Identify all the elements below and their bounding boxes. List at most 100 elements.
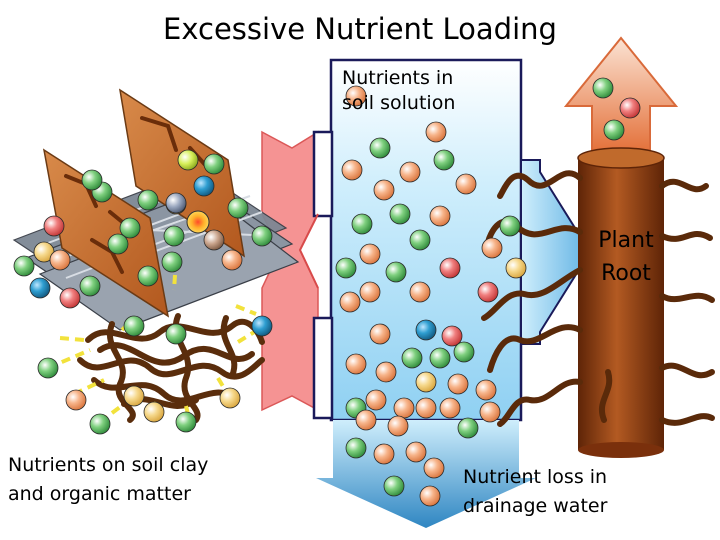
barrier-shapes — [261, 130, 334, 420]
nutrient-ion-green — [137, 265, 159, 287]
uptake-up-arrow — [563, 36, 679, 161]
soil-solution-label-line-2: soil solution — [342, 92, 456, 114]
nutrient-ion-green — [499, 215, 521, 237]
clay-organic-label-line-1: Nutrients on soil clay — [8, 454, 209, 476]
clay-organic-label: Nutrients on soil clay and organic matte… — [8, 451, 268, 509]
nutrient-ion-green — [227, 197, 249, 219]
nutrient-ion-green — [89, 413, 111, 435]
nutrient-ion-peach — [387, 415, 409, 437]
nutrient-ion-peach — [49, 249, 71, 271]
nutrient-ion-green — [175, 411, 197, 433]
nutrient-ion-green — [119, 217, 141, 239]
nutrient-ion-peach — [369, 323, 391, 345]
nutrient-ion-peach — [393, 397, 415, 419]
nutrient-ion-green — [351, 213, 373, 235]
nutrient-ion-green — [389, 203, 411, 225]
nutrient-ion-peach — [439, 397, 461, 419]
nutrient-ion-peach — [447, 373, 469, 395]
nutrient-ion-green — [433, 149, 455, 171]
nutrient-ion-green — [37, 357, 59, 379]
nutrient-ion-green — [335, 257, 357, 279]
nutrient-ion-peach — [429, 205, 451, 227]
plant-root-label: Plant Root — [588, 224, 664, 290]
nutrient-ion-green — [79, 275, 101, 297]
nutrient-ion-peach — [455, 173, 477, 195]
nutrient-ion-peach — [221, 249, 243, 271]
nutrient-ion-green — [123, 315, 145, 337]
nutrient-ion-peach — [355, 409, 377, 431]
adsorbed-cation — [186, 210, 210, 234]
nutrient-ion-green — [345, 437, 367, 459]
nutrient-ion-peach — [341, 159, 363, 181]
nutrient-ion-grey — [165, 192, 187, 214]
nutrient-ion-yellow — [123, 385, 145, 407]
clay-organic-label-line-2: and organic matter — [8, 483, 191, 505]
nutrient-ion-peach — [409, 281, 431, 303]
nutrient-ion-peach — [359, 281, 381, 303]
nutrient-ion-peach — [415, 397, 437, 419]
nutrient-ion-green — [401, 347, 423, 369]
nutrient-ion-yellow — [143, 401, 165, 423]
nutrient-ion-peach — [425, 121, 447, 143]
diagram-title: Excessive Nutrient Loading — [163, 12, 557, 46]
nutrient-ion-green — [603, 119, 625, 141]
nutrient-ion-lime — [177, 149, 199, 171]
nutrient-ion-green — [165, 323, 187, 345]
nutrient-ion-peach — [65, 389, 87, 411]
plant-root-label-line-1: Plant — [598, 228, 654, 253]
nutrient-ion-peach — [365, 389, 387, 411]
plant-root-label-line-2: Root — [601, 261, 651, 286]
nutrient-ion-peach — [475, 379, 497, 401]
nutrient-ion-red — [477, 281, 499, 303]
nutrient-ion-peach — [373, 179, 395, 201]
nutrient-ion-green — [13, 255, 35, 277]
nutrient-ion-blue — [251, 315, 273, 337]
drainage-loss-label: Nutrient loss in drainage water — [463, 463, 703, 521]
soil-solution-label-line-1: Nutrients in — [342, 67, 454, 89]
nutrient-ion-green — [369, 137, 391, 159]
nutrient-ion-green — [163, 225, 185, 247]
nutrient-ions — [13, 77, 641, 507]
nutrient-ion-green — [383, 475, 405, 497]
nutrient-ion-red — [439, 257, 461, 279]
nutrient-ion-peach — [339, 291, 361, 313]
nutrient-ion-peach — [481, 237, 503, 259]
nutrient-ion-green — [592, 77, 614, 99]
nutrient-ion-blue — [193, 175, 215, 197]
nutrient-ion-green — [251, 225, 273, 247]
nutrient-ion-yellow — [505, 257, 527, 279]
nutrient-ion-green — [161, 251, 183, 273]
drainage-loss-label-line-1: Nutrient loss in — [463, 466, 608, 488]
nutrient-ion-green — [107, 233, 129, 255]
nutrient-ion-peach — [345, 353, 367, 375]
nutrient-ion-green — [409, 229, 431, 251]
nutrient-ion-tan — [203, 229, 225, 251]
nutrient-ion-peach — [359, 243, 381, 265]
nutrient-ion-blue — [29, 277, 51, 299]
nutrient-ion-green — [81, 169, 103, 191]
soil-solution-label: Nutrients in soil solution — [342, 66, 522, 116]
nutrient-ion-green — [429, 347, 451, 369]
nutrient-ion-peach — [419, 485, 441, 507]
nutrient-ion-red — [619, 97, 641, 119]
nutrient-ion-yellow — [219, 387, 241, 409]
nutrient-ion-yellow — [415, 371, 437, 393]
nutrient-ion-green — [453, 341, 475, 363]
drainage-loss-label-line-2: drainage water — [463, 495, 608, 517]
nutrient-ion-green — [457, 417, 479, 439]
nutrient-ion-peach — [375, 361, 397, 383]
nutrient-ion-red — [441, 325, 463, 347]
nutrient-ion-peach — [405, 441, 427, 463]
nutrient-ion-blue — [415, 319, 437, 341]
nutrient-ion-green — [385, 261, 407, 283]
nutrient-ion-peach — [479, 401, 501, 423]
nutrient-ion-peach — [423, 457, 445, 479]
nutrient-ion-green — [203, 153, 225, 175]
nutrient-ion-red — [59, 287, 81, 309]
nutrient-ion-green — [137, 189, 159, 211]
nutrient-ion-peach — [373, 443, 395, 465]
nutrient-ion-peach — [345, 85, 367, 107]
nutrient-ion-peach — [399, 161, 421, 183]
